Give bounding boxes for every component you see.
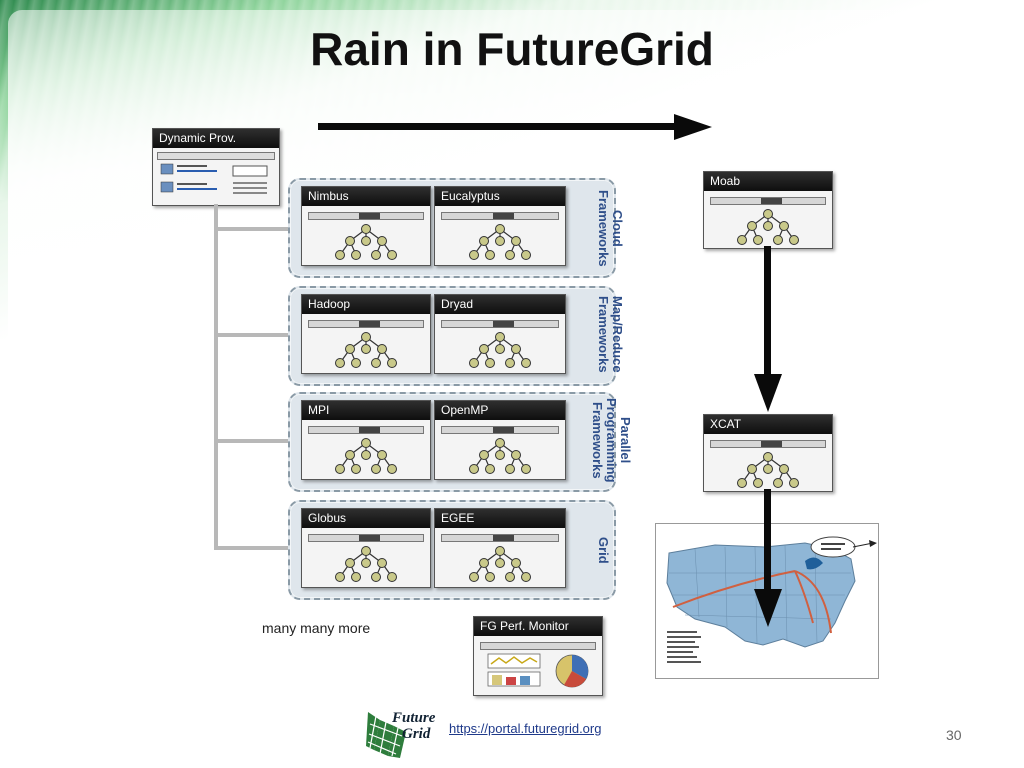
logo-text-grid: Grid: [402, 726, 431, 742]
tree-icon: [335, 224, 397, 260]
window-moab: Moab: [703, 171, 833, 249]
window-title-hadoop: Hadoop: [302, 295, 430, 314]
connector-grid: [214, 546, 290, 550]
window-title-mpi: MPI: [302, 401, 430, 420]
page-number: 30: [946, 727, 962, 743]
arrow-moab-to-xcat: [754, 246, 782, 412]
window-tabs: [308, 426, 424, 434]
tree-icon: [469, 332, 531, 368]
window-tabs: [308, 212, 424, 220]
tree-icon: [335, 332, 397, 368]
group-label-mapreduce-text: Map/Reduce Frameworks: [596, 295, 625, 373]
window-eucalyptus: Eucalyptus: [434, 186, 566, 266]
group-label-grid-text: Grid: [596, 536, 611, 564]
dynamic-prov-window: Dynamic Prov.: [152, 128, 280, 206]
window-title-xcat: XCAT: [704, 415, 832, 434]
connector-cloud: [214, 227, 290, 231]
caption-many-more: many many more: [262, 620, 371, 636]
tree-icon: [335, 546, 397, 582]
connector-parallel: [214, 439, 290, 443]
dynamic-prov-toolbar: [157, 152, 275, 160]
window-title-perf-monitor: FG Perf. Monitor: [474, 617, 602, 636]
window-title-dryad: Dryad: [435, 295, 565, 314]
perf-monitor-charts-icon: [487, 653, 589, 688]
window-tabs: [441, 212, 559, 220]
window-nimbus: Nimbus: [301, 186, 431, 266]
group-label-parallel: Parallel Programming Frameworks: [590, 394, 633, 486]
group-label-cloud: Cloud Frameworks: [596, 186, 625, 270]
window-tabs: [308, 534, 424, 542]
window-hadoop: Hadoop: [301, 294, 431, 374]
group-label-parallel-text: Parallel Programming Frameworks: [590, 397, 633, 483]
window-title-moab: Moab: [704, 172, 832, 191]
window-title-openmp: OpenMP: [435, 401, 565, 420]
window-tabs: [710, 197, 826, 205]
window-title-nimbus: Nimbus: [302, 187, 430, 206]
window-tabs: [441, 426, 559, 434]
connector-vertical: [214, 204, 218, 550]
window-globus: Globus: [301, 508, 431, 588]
tree-icon: [469, 546, 531, 582]
tree-icon: [469, 224, 531, 260]
group-label-grid: Grid: [596, 530, 611, 570]
window-openmp: OpenMP: [434, 400, 566, 480]
group-label-cloud-text: Cloud Frameworks: [596, 189, 625, 267]
window-tabs: [441, 320, 559, 328]
slide-title: Rain in FutureGrid: [310, 23, 714, 75]
futuregrid-logo-icon: [366, 712, 406, 758]
window-tabs: [441, 534, 559, 542]
connector-mapreduce: [214, 333, 290, 337]
portal-link[interactable]: https://portal.futuregrid.org: [449, 721, 602, 736]
dynamic-prov-title: Dynamic Prov.: [153, 129, 279, 148]
window-tabs: [308, 320, 424, 328]
window-title-egee: EGEE: [435, 509, 565, 528]
window-title-globus: Globus: [302, 509, 430, 528]
window-mpi: MPI: [301, 400, 431, 480]
window-egee: EGEE: [434, 508, 566, 588]
logo-text-future: Future: [392, 710, 436, 726]
window-xcat: XCAT: [703, 414, 833, 492]
window-tabs: [710, 440, 826, 448]
group-label-mapreduce: Map/Reduce Frameworks: [596, 290, 625, 378]
tree-icon: [737, 209, 799, 245]
top-arrow: [318, 114, 712, 140]
window-dryad: Dryad: [434, 294, 566, 374]
tree-icon: [469, 438, 531, 474]
perf-monitor-toolbar: [480, 642, 596, 650]
dynamic-prov-content: [160, 163, 268, 194]
arrow-xcat-to-map: [754, 489, 782, 627]
tree-icon: [335, 438, 397, 474]
window-perf-monitor: FG Perf. Monitor: [473, 616, 603, 696]
tree-icon: [737, 452, 799, 488]
window-title-eucalyptus: Eucalyptus: [435, 187, 565, 206]
